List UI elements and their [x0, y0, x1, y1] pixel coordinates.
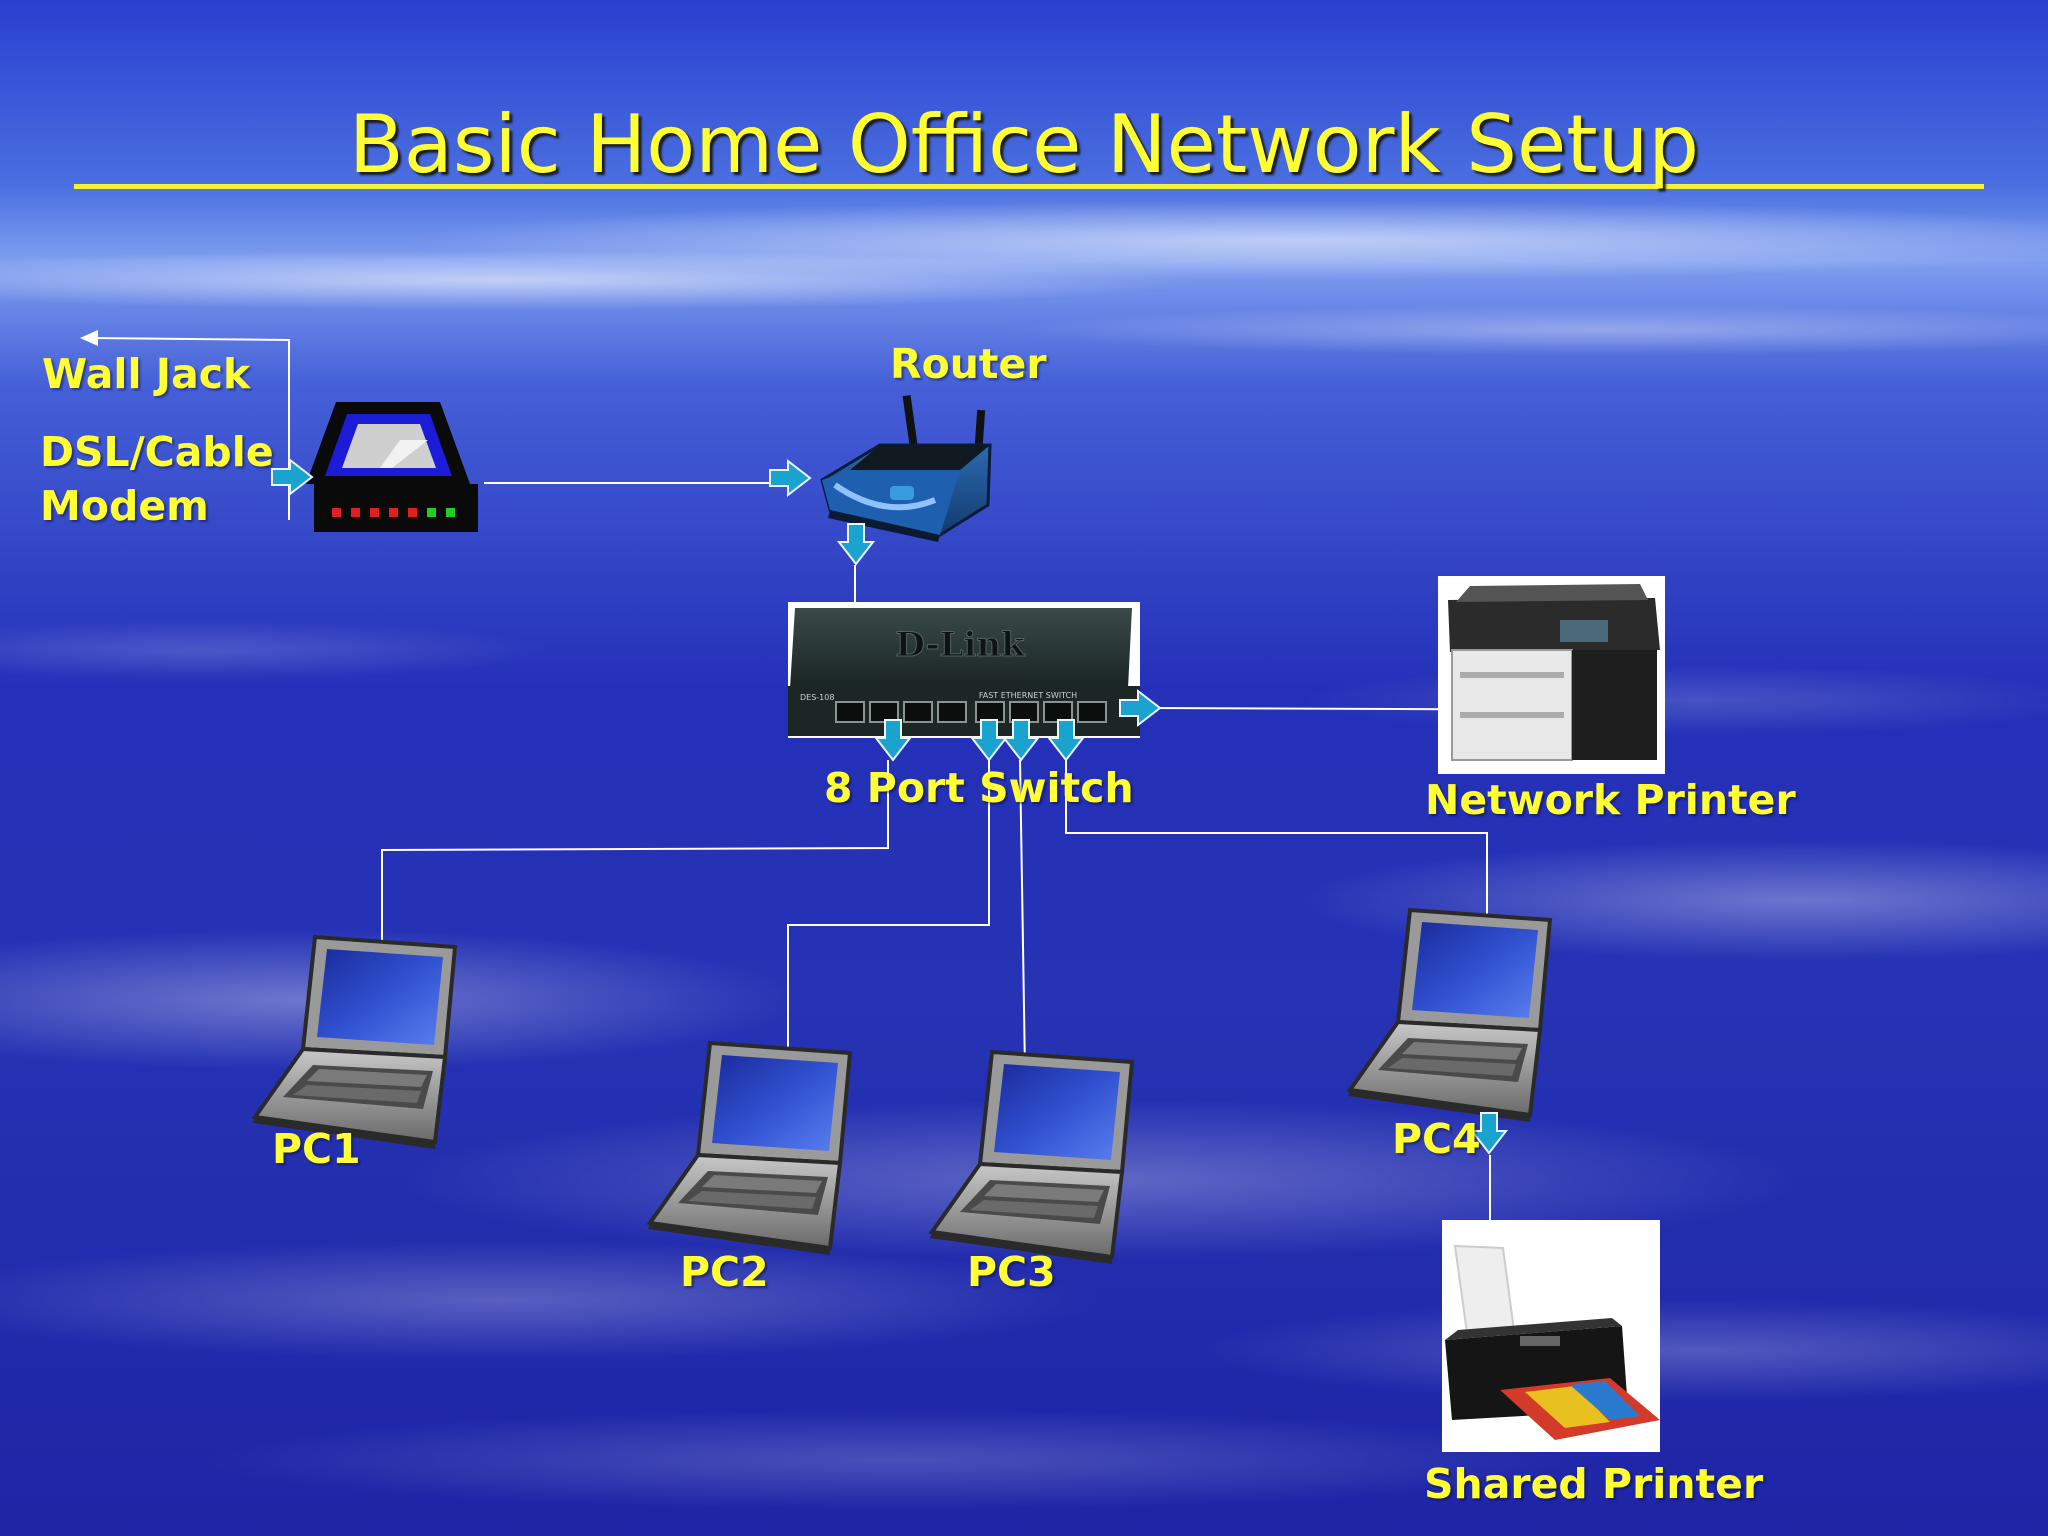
switch-brand-text: D-Link — [895, 625, 1026, 665]
title-underline — [74, 184, 1984, 189]
modem-icon — [306, 402, 478, 532]
wire-switch-pc2 — [787, 760, 990, 1047]
shared-printer-label: Shared Printer — [1424, 1460, 1764, 1508]
router-label: Router — [890, 340, 1047, 388]
wire-switch-pc3 — [1019, 759, 1026, 1071]
modem-label-line2: Modem — [40, 482, 209, 530]
switch-subtext: FAST ETHERNET SWITCH — [979, 691, 1077, 700]
router-icon — [820, 395, 992, 542]
switch-label: 8 Port Switch — [824, 764, 1134, 812]
wall-jack-label: Wall Jack — [42, 350, 251, 398]
page-title: Basic Home Office Network Setup — [348, 98, 1700, 191]
shared-printer-icon — [1442, 1220, 1660, 1452]
pc3-label: PC3 — [967, 1248, 1056, 1296]
switch-model-text: DES-108 — [800, 693, 834, 702]
network-printer-label: Network Printer — [1425, 776, 1796, 824]
wire-switch-pc4 — [1065, 760, 1488, 918]
network-printer-icon — [1438, 576, 1665, 774]
pc4-label: PC4 — [1392, 1115, 1481, 1163]
wall-jack-arrowhead — [80, 330, 98, 346]
switch-icon: D-Link FAST ETHERNET SWITCH DES-108 — [788, 602, 1140, 738]
pc1-label: PC1 — [272, 1125, 361, 1173]
pc2-label: PC2 — [680, 1248, 769, 1296]
wire-switch-pc1 — [381, 760, 889, 944]
switch-ports — [835, 701, 1107, 723]
modem-label-line1: DSL/Cable — [40, 428, 274, 476]
